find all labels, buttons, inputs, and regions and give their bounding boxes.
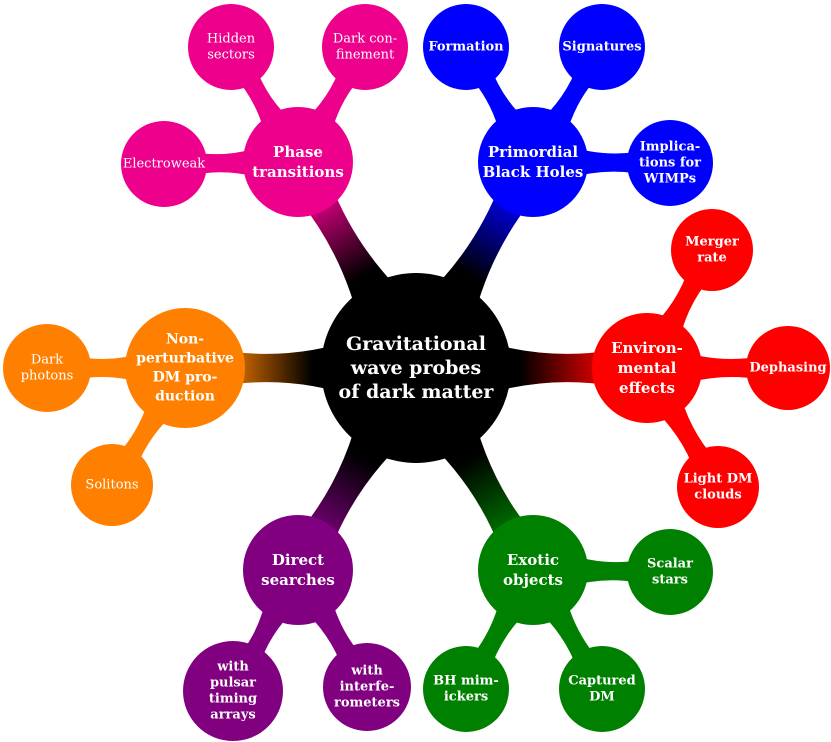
branch-exotic-objects-bubble <box>478 515 588 625</box>
leaf-solitons: Solitons <box>71 444 153 526</box>
branch-direct-searches: Direct searches <box>243 515 353 625</box>
branch-environmental-effects-bubble <box>592 313 702 423</box>
leaf-signatures-label-line: Signatures <box>562 40 641 55</box>
leaf-formation-bubble <box>423 4 509 90</box>
leaf-pulsar-timing-bubble <box>183 641 283 741</box>
leaf-merger-rate-bubble <box>671 209 753 291</box>
branch-nonperturbative-dm-label-line: perturbative <box>136 351 234 367</box>
leaf-formation-label-line: Formation <box>428 40 504 55</box>
leaf-captured-dm-label-line: Captured <box>568 674 636 689</box>
branch-nonperturbative-dm-bubble <box>125 308 245 428</box>
leaf-pulsar-timing-label-line: with <box>216 660 249 675</box>
leaf-pulsar-timing-label-line: arrays <box>210 708 255 723</box>
leaf-scalar-stars-label-line: stars <box>652 573 688 588</box>
leaf-dark-photons-label-line: Dark <box>31 353 63 368</box>
root-node-label-line: wave probes <box>350 357 481 379</box>
branch-nonperturbative-dm-label-line: Non- <box>166 332 204 348</box>
leaf-interferometers-bubble <box>323 643 411 731</box>
leaf-signatures-bubble <box>559 4 645 90</box>
leaf-dephasing: Dephasing <box>746 326 830 410</box>
branch-primordial-black-holes-bubble <box>478 107 588 217</box>
leaf-dephasing-bubble <box>746 326 830 410</box>
leaf-dark-confinement-label-line: Dark con- <box>333 32 397 47</box>
leaf-bh-mimickers-label-line: BH mim- <box>433 674 499 689</box>
leaf-electroweak-bubble <box>121 121 207 207</box>
branch-environmental-effects-label-line: mental <box>618 359 677 377</box>
branch-phase-transitions-label-line: transitions <box>252 163 344 181</box>
leaf-dark-confinement: Dark con-finement <box>322 4 408 90</box>
root-node-label-line: Gravitational <box>346 333 486 355</box>
branch-exotic-objects-label-line: Exotic <box>507 551 559 569</box>
leaf-interferometers-label-line: interfe- <box>340 680 395 695</box>
leaf-merger-rate-label-line: Merger <box>685 235 739 250</box>
branch-direct-searches-label-line: searches <box>261 571 335 589</box>
leaf-light-dm-clouds-bubble <box>677 446 759 528</box>
branch-primordial-black-holes-label-line: Black Holes <box>483 163 584 181</box>
leaf-formation: Formation <box>423 4 509 90</box>
leaf-dark-photons-label-line: photons <box>21 369 74 384</box>
leaf-captured-dm-bubble <box>559 646 645 732</box>
branch-nonperturbative-dm-label-line: DM pro- <box>153 370 218 386</box>
branch-nonperturbative-dm-label-line: duction <box>155 389 215 405</box>
leaf-bh-mimickers: BH mim-ickers <box>423 646 509 732</box>
leaf-implications-wimps-bubble <box>627 120 713 206</box>
leaf-pulsar-timing-label-line: timing <box>209 692 257 707</box>
leaf-electroweak-label-line: Electroweak <box>123 157 205 172</box>
leaf-dephasing-label-line: Dephasing <box>749 361 826 376</box>
leaf-scalar-stars-bubble <box>627 529 713 615</box>
leaf-hidden-sectors-label-line: Hidden <box>207 32 256 47</box>
leaf-bh-mimickers-label-line: ickers <box>444 690 488 705</box>
branch-direct-searches-bubble <box>243 515 353 625</box>
root-node-label-line: of dark matter <box>339 381 495 403</box>
leaf-electroweak: Electroweak <box>121 121 207 207</box>
branch-nonperturbative-dm: Non-perturbative DM pro-duction <box>125 308 245 428</box>
leaf-pulsar-timing-label-line: pulsar <box>210 676 256 691</box>
leaf-dark-confinement-label-line: finement <box>336 48 395 63</box>
branch-primordial-black-holes-label-line: Primordial <box>488 143 579 161</box>
leaf-dark-confinement-bubble <box>322 4 408 90</box>
branch-environmental-effects-label-line: effects <box>619 379 675 397</box>
branch-exotic-objects-label-line: objects <box>503 571 563 589</box>
leaf-light-dm-clouds-label-line: clouds <box>694 488 741 503</box>
leaf-captured-dm-label-line: DM <box>589 690 615 705</box>
leaf-interferometers-label-line: with <box>350 664 383 679</box>
leaf-solitons-bubble <box>71 444 153 526</box>
branch-direct-searches-label-line: Direct <box>272 551 324 569</box>
leaf-implications-wimps-label-line: tions for <box>639 156 701 171</box>
leaf-light-dm-clouds-label-line: Light DM <box>684 472 753 487</box>
leaf-interferometers-label-line: rometers <box>334 696 400 711</box>
branch-phase-transitions: Phase transitions <box>243 107 353 217</box>
branch-phase-transitions-bubble <box>243 107 353 217</box>
branch-environmental-effects: Environ-mental effects <box>592 313 702 423</box>
leaf-signatures: Signatures <box>559 4 645 90</box>
leaf-merger-rate-label-line: rate <box>697 251 727 266</box>
branch-exotic-objects: Exotic objects <box>478 515 588 625</box>
leaf-implications-wimps-label-line: Implica- <box>640 140 701 155</box>
leaf-hidden-sectors-label-line: sectors <box>207 48 255 63</box>
root-node-bubble <box>321 273 511 463</box>
leaf-bh-mimickers-bubble <box>423 646 509 732</box>
branch-phase-transitions-label-line: Phase <box>273 143 323 161</box>
branch-environmental-effects-label-line: Environ- <box>611 339 683 357</box>
leaf-solitons-label-line: Solitons <box>85 478 138 493</box>
leaf-hidden-sectors-bubble <box>188 4 274 90</box>
leaf-scalar-stars-label-line: Scalar <box>647 557 693 572</box>
leaf-dark-photons-bubble <box>3 324 91 412</box>
leaf-implications-wimps-label-line: WIMPs <box>643 172 696 187</box>
